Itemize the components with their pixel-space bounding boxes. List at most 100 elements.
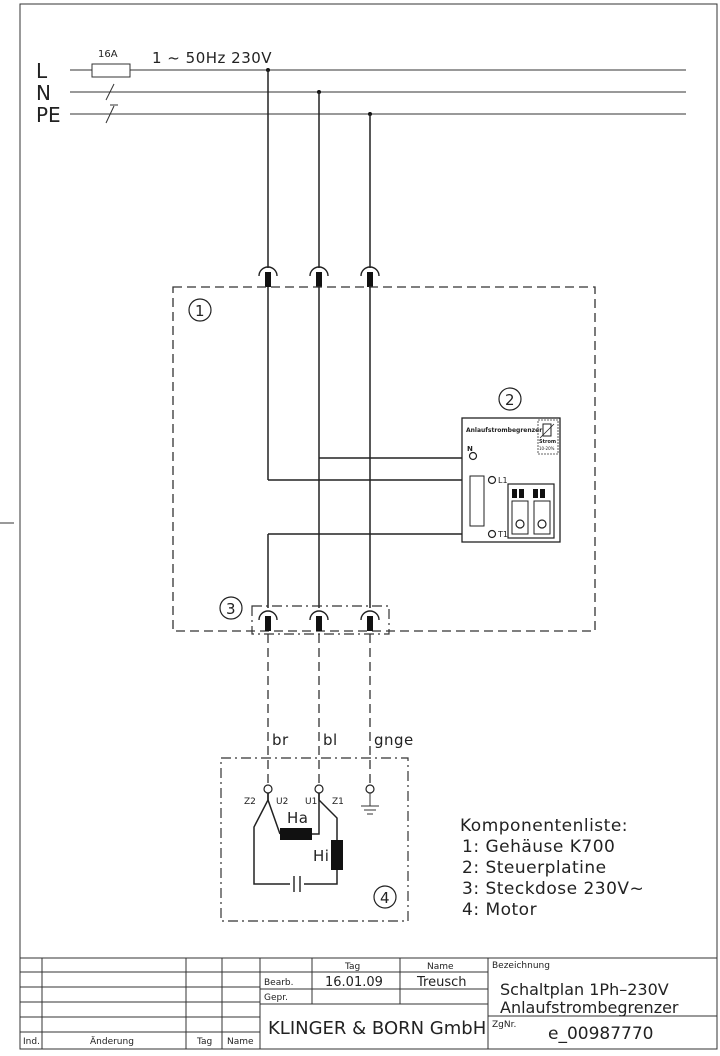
terminal-l1-label: L1: [498, 476, 508, 485]
motor-terminal-u2: [263, 784, 273, 794]
terminal-t1: [487, 529, 497, 539]
motor-wiring-aux-bottom: [304, 870, 338, 885]
earth-symbol: [361, 784, 379, 815]
motor-wiring-aux: [318, 793, 338, 840]
legend-item: 4: Motor: [462, 900, 537, 920]
plug-pin: [316, 616, 322, 631]
plug-pin: [265, 616, 271, 631]
plug-symbol: [258, 266, 278, 277]
current-setting-block: [537, 419, 559, 455]
motor-number-circle: [373, 885, 397, 909]
relay-symbol: [469, 475, 485, 527]
terminal-clamp: [512, 489, 517, 498]
terminal-screw-box: [533, 500, 551, 535]
plug-pin: [265, 272, 271, 287]
plug-symbol: [258, 610, 278, 621]
tb-col-name: Name: [427, 962, 454, 972]
terminal-t1-label: T1: [497, 530, 508, 539]
terminal-label-z1: Z1: [332, 797, 344, 807]
switch-mark-pe: [105, 105, 115, 124]
legend-item: 3: Steckdose 230V~: [462, 879, 644, 899]
terminal-clamp: [519, 489, 524, 498]
tb-company: KLINGER & BORN GmbH: [268, 1018, 486, 1039]
tb-date: 16.01.09: [325, 975, 383, 990]
plug-pin: [367, 272, 373, 287]
control-board: 2 Anlaufstrombegrenzer Strom 10-20% N L1…: [461, 387, 561, 543]
housing-number: 1: [195, 302, 205, 320]
winding-main-label: Ha: [287, 809, 308, 827]
wire-label-brown: br: [272, 731, 289, 749]
plug-symbol: [360, 610, 380, 621]
board-number: 2: [505, 391, 515, 409]
terminal-block: [507, 483, 555, 539]
winding-main: [280, 828, 312, 840]
plug-symbol: [309, 266, 329, 277]
terminal-screw: [515, 519, 525, 529]
plug-pin: [367, 616, 373, 631]
label-strom: Strom: [539, 439, 556, 445]
plug-pin: [316, 272, 322, 287]
legend-item: 2: Steuerplatine: [462, 858, 607, 878]
inlet-plugs: [258, 266, 380, 287]
board-title: Anlaufstrombegrenzer: [466, 427, 542, 434]
winding-aux: [331, 840, 343, 870]
tb-rev-ind: Ind.: [23, 1037, 40, 1047]
motor-terminal-u1: [314, 784, 324, 794]
tb-col-tag: Tag: [344, 962, 360, 972]
motor-wiring-main-left: [267, 793, 281, 835]
tb-title-line1: Schaltplan 1Ph–230V: [500, 980, 669, 999]
housing-outline: [172, 286, 596, 632]
tb-rev-name: Name: [227, 1037, 254, 1047]
tb-rev-tag: Tag: [196, 1037, 212, 1047]
tb-bezeichnung-label: Bezeichnung: [492, 961, 550, 971]
supply-spec: 1 ~ 50Hz 230V: [152, 49, 272, 67]
socket-number: 3: [226, 600, 236, 618]
terminal-l1: [487, 475, 497, 485]
terminal-clamp: [540, 489, 545, 498]
terminal-clamp: [533, 489, 538, 498]
tb-row-bearb: Bearb.: [264, 978, 294, 988]
housing-number-circle: [188, 298, 212, 322]
title-block: Tag Name Bearb. Gepr. 16.01.09 Treusch K…: [19, 957, 718, 1050]
trimmer-symbol: [542, 423, 552, 437]
terminal-n: [468, 451, 478, 461]
component-legend: Komponentenliste: 1: Gehäuse K700 2: Ste…: [460, 816, 644, 920]
line-label-l: L: [36, 59, 48, 83]
tb-zgnr-label: ZgNr.: [492, 1020, 516, 1030]
terminal-label-u1: U1: [305, 797, 317, 807]
terminal-n-label: N: [467, 445, 473, 453]
legend-title: Komponentenliste:: [460, 816, 628, 836]
motor-outline: [220, 757, 409, 922]
trimmer-arrow: [539, 423, 555, 439]
plug-symbol: [360, 266, 380, 277]
socket-outline: [251, 605, 390, 635]
terminal-label-z2: Z2: [244, 797, 256, 807]
line-label-n: N: [36, 81, 51, 105]
fuse-rating: 16A: [98, 49, 118, 60]
tb-rev-aenderung: Änderung: [90, 1036, 134, 1047]
board-number-circle: [498, 387, 522, 411]
terminal-screw: [537, 519, 547, 529]
wire-label-greenyellow: gnge: [374, 731, 414, 749]
motor-number: 4: [380, 889, 390, 907]
socket-number-circle: [219, 596, 243, 620]
terminal-label-u2: U2: [276, 797, 288, 807]
legend-item: 1: Gehäuse K700: [462, 837, 615, 857]
tb-title-line2: Anlaufstrombegrenzer: [500, 998, 679, 1017]
terminal-screw-box: [511, 500, 529, 535]
socket-plugs: [258, 610, 380, 631]
supply-lines: L N PE 16A 1 ~ 50Hz 230V: [36, 49, 686, 127]
switch-mark-n: [105, 83, 115, 101]
line-label-pe: PE: [36, 103, 61, 127]
label-range: 10-20%: [539, 446, 555, 451]
tb-author: Treusch: [416, 975, 467, 990]
motor-wiring-main-right: [312, 793, 320, 835]
tb-drawing-no: e_00987770: [548, 1024, 654, 1044]
wire-label-blue: bl: [323, 731, 338, 749]
fuse-symbol: [91, 63, 131, 78]
winding-aux-label: Hi: [313, 847, 329, 865]
capacitor-symbol: [293, 876, 301, 892]
plug-symbol: [309, 610, 329, 621]
tb-row-gepr: Gepr.: [264, 993, 288, 1003]
